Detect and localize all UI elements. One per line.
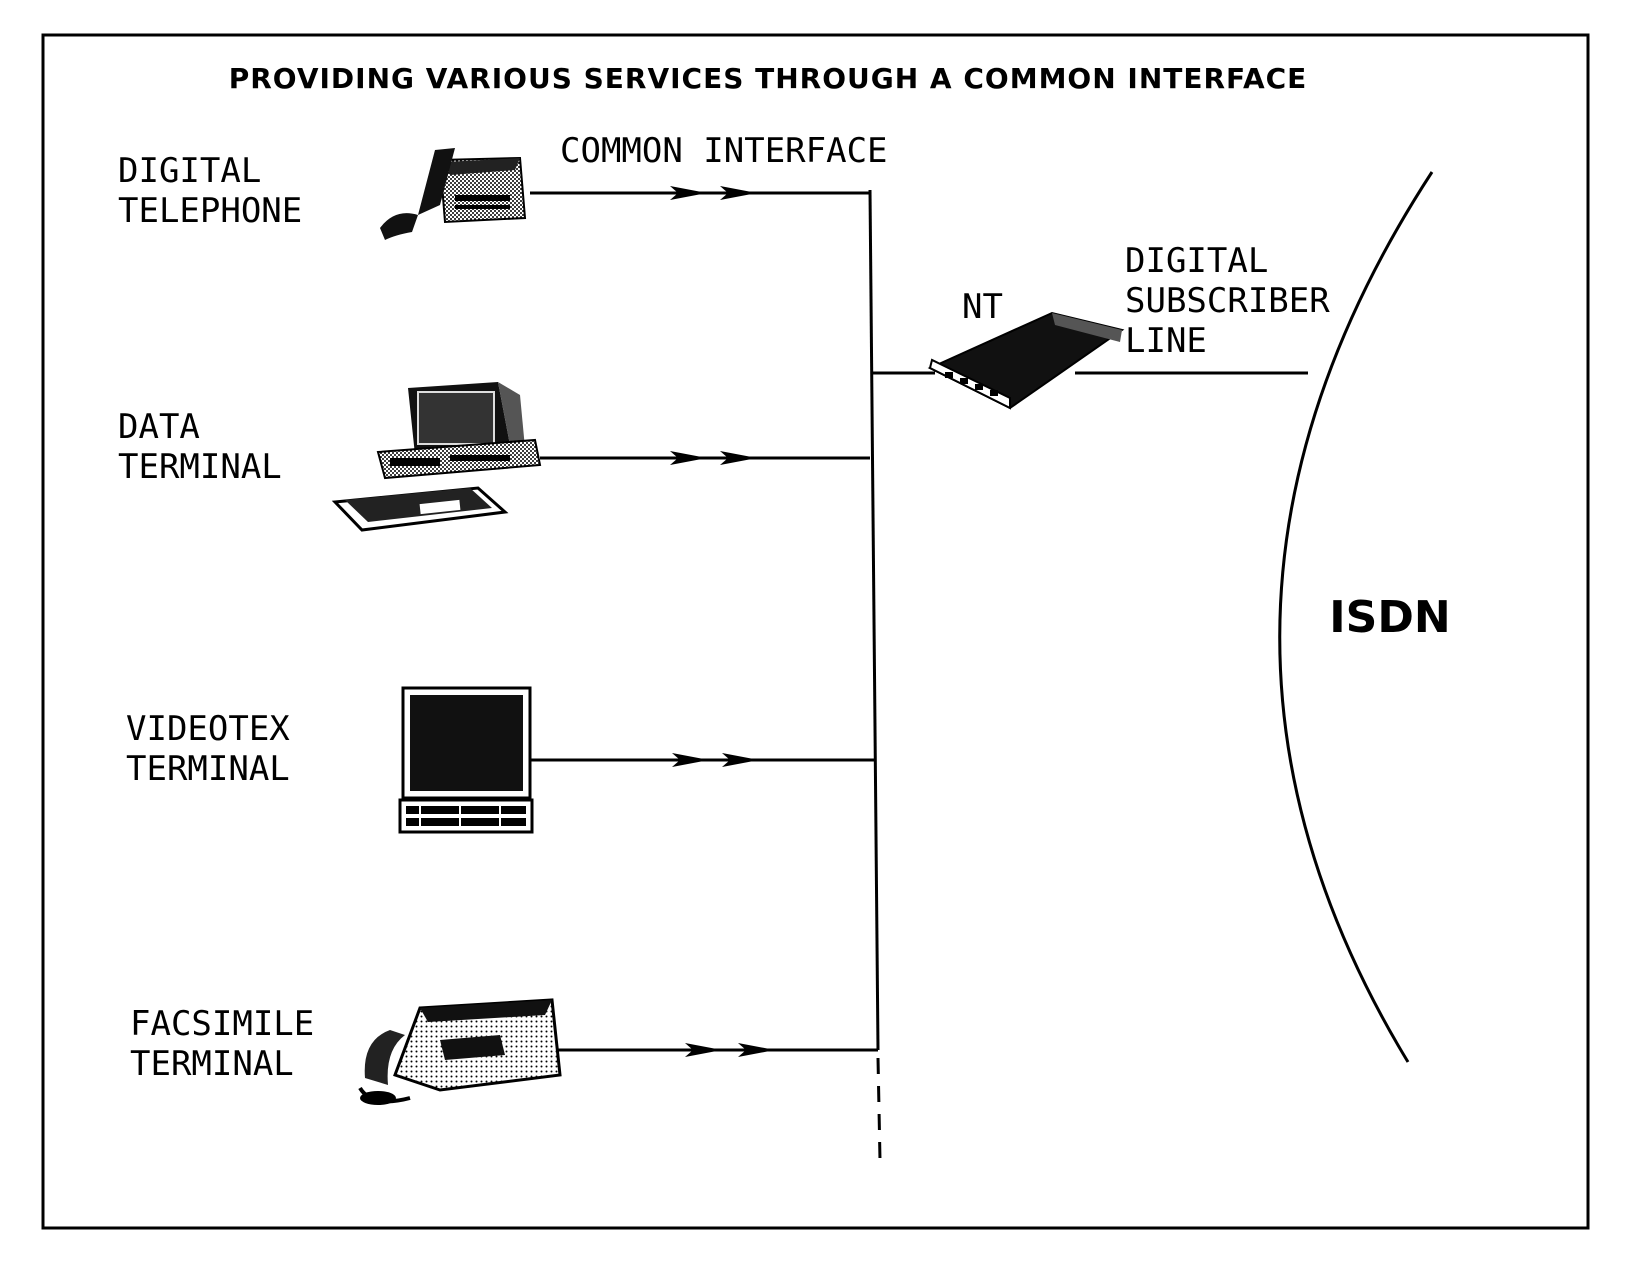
terminal-label-data-terminal-1: DATA: [118, 407, 200, 447]
subscriber-line-label-3: LINE: [1125, 321, 1207, 361]
computer-icon: [331, 382, 542, 532]
terminal-label-facsimile-2: TERMINAL: [130, 1044, 294, 1084]
diagram-frame: [41, 33, 1590, 1230]
network-terminator-icon: [927, 311, 1125, 410]
isdn-network-boundary: [1278, 171, 1434, 1063]
nt-label: NT: [962, 287, 1003, 327]
terminal-label-digital-telephone-1: DIGITAL: [118, 151, 261, 191]
subscriber-line-label-1: DIGITAL: [1125, 241, 1268, 281]
arrowhead-facsimile-1: [685, 1043, 722, 1057]
terminal-label-data-terminal-2: TERMINAL: [118, 447, 282, 487]
arrowhead-data-1: [670, 451, 707, 465]
monitor-icon: [398, 686, 534, 834]
isdn-label: ISDN: [1329, 592, 1450, 643]
fax-icon: [358, 998, 562, 1105]
terminal-label-videotex-2: TERMINAL: [126, 749, 290, 789]
arrowhead-data-2: [720, 451, 757, 465]
telephone-icon: [380, 148, 527, 240]
diagram-title: PROVIDING VARIOUS SERVICES THROUGH A COM…: [229, 62, 1308, 95]
terminal-label-digital-telephone-2: TELEPHONE: [118, 191, 302, 231]
common-interface-bus: [868, 189, 880, 1051]
arrowhead-telephone-1: [670, 186, 707, 200]
subscriber-line-label-2: SUBSCRIBER: [1125, 281, 1330, 321]
terminal-label-videotex-1: VIDEOTEX: [126, 709, 290, 749]
arrowhead-facsimile-2: [738, 1043, 775, 1057]
common-interface-label: COMMON INTERFACE: [560, 131, 888, 171]
arrowhead-telephone-2: [720, 186, 757, 200]
arrowhead-videotex-1: [672, 753, 709, 767]
arrowhead-videotex-2: [722, 753, 759, 767]
terminal-label-facsimile-1: FACSIMILE: [130, 1004, 314, 1044]
common-interface-bus-extension: [876, 1057, 882, 1161]
